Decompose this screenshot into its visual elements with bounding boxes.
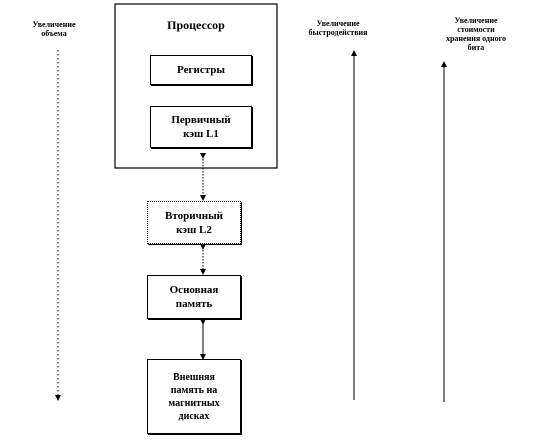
registers-box: Регистры: [150, 55, 252, 85]
l1-cache-label: Первичный кэш L1: [171, 114, 231, 140]
main-memory-label: Основная память: [169, 284, 219, 310]
registers-label: Регистры: [177, 64, 225, 76]
main-memory-box: Основная память: [147, 275, 241, 319]
l2-cache-label: Вторичный кэш L2: [164, 209, 224, 236]
cost-label: Увеличение стоимости хранения одного бит…: [445, 16, 506, 52]
l1-cache-box: Первичный кэш L1: [150, 106, 252, 148]
processor-box: [114, 3, 278, 169]
l2-cache-box: Вторичный кэш L2: [147, 201, 241, 244]
disk-memory-label: Внешняя память на магнитных дисках: [168, 371, 220, 422]
processor-title: Процессор: [167, 18, 225, 32]
volume-label: Увеличение объема: [32, 20, 76, 38]
speed-label: Увеличение быстродействия: [308, 19, 368, 37]
disk-memory-box: Внешняя память на магнитных дисках: [147, 359, 241, 434]
